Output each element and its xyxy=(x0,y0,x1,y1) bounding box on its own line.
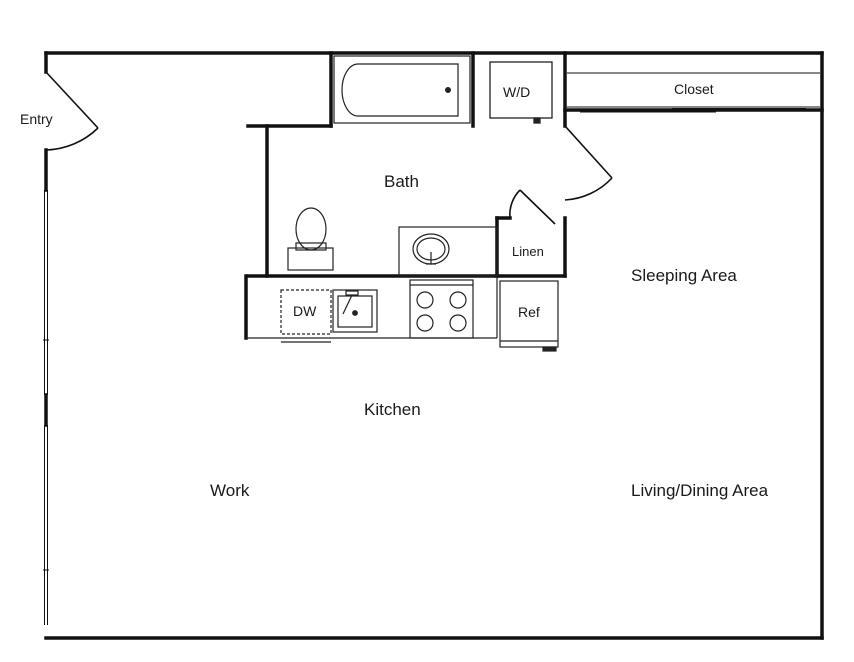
living-dining-area-label: Living/Dining Area xyxy=(631,481,769,500)
bath-door xyxy=(564,125,613,201)
sleeping-area-label: Sleeping Area xyxy=(631,266,737,285)
bath-label: Bath xyxy=(384,172,419,191)
kitchen-sink xyxy=(332,289,378,333)
entry-door xyxy=(45,71,99,151)
dishwasher-label: DW xyxy=(293,303,317,319)
bathtub xyxy=(333,55,471,124)
outer-walls xyxy=(44,51,824,640)
bath-sink xyxy=(398,226,498,277)
refrigerator-label: Ref xyxy=(518,304,540,320)
dishwasher xyxy=(280,289,332,343)
linen-label: Linen xyxy=(512,244,544,259)
kitchen-label: Kitchen xyxy=(364,400,421,419)
linen-door xyxy=(509,189,556,225)
entry-label: Entry xyxy=(20,111,53,127)
washer-dryer-label: W/D xyxy=(503,84,531,100)
washer-dryer xyxy=(489,61,553,124)
closet-label: Closet xyxy=(674,81,714,97)
closet-rails xyxy=(567,72,820,113)
work-label: Work xyxy=(210,481,250,500)
interior-walls xyxy=(244,51,824,340)
range-cooktop xyxy=(409,279,474,339)
refrigerator xyxy=(499,280,559,352)
left-windows xyxy=(43,190,49,625)
toilet xyxy=(287,207,334,271)
